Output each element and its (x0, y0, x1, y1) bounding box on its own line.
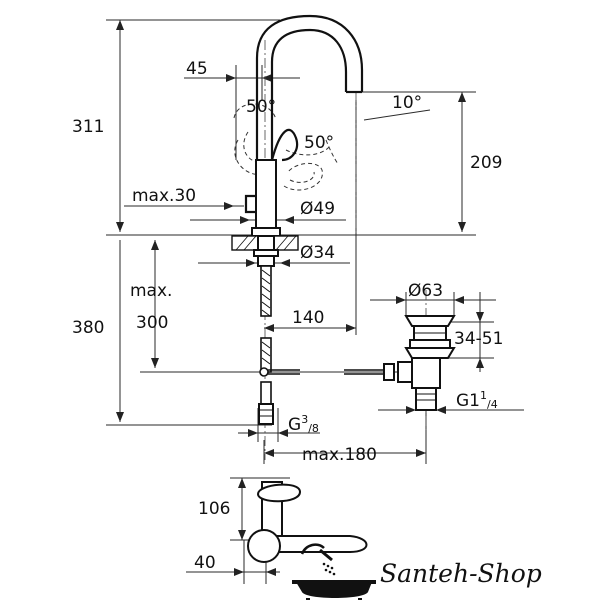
label-209: 209 (470, 153, 502, 173)
label-max-word: max. (130, 281, 172, 301)
label-max30: max.30 (132, 186, 196, 206)
label-dia49: Ø49 (300, 199, 335, 219)
top-view-lever (247, 481, 368, 563)
label-angle-50-top: 50° (246, 97, 276, 117)
label-max180: max.180 (302, 445, 377, 465)
label-angle-50-side: 50° (304, 133, 334, 153)
label-34-51: 34-51 (454, 329, 503, 349)
label-106: 106 (198, 499, 230, 519)
label-dia63: Ø63 (408, 281, 443, 301)
label-380: 380 (72, 318, 104, 338)
label-dia34: Ø34 (300, 243, 335, 263)
brand-name: Santeh-Shop (380, 559, 542, 588)
label-45: 45 (186, 59, 208, 79)
supply-hose (258, 265, 274, 425)
label-angle-10: 10° (392, 93, 422, 113)
waste-valve (397, 315, 456, 411)
label-g-3-8: G3/8 (288, 413, 319, 435)
faucet-body (244, 14, 364, 237)
label-40: 40 (194, 553, 216, 573)
label-300: 300 (136, 313, 168, 333)
bathtub-shower-icon (292, 543, 376, 600)
label-g1-1-4: G11/4 (456, 389, 498, 411)
dimension-lines (106, 19, 524, 584)
brand-logo: Santeh-Shop (292, 543, 542, 600)
dimension-labels: 45 50° 50° 10° 311 209 max.30 Ø49 Ø34 ma… (72, 59, 503, 573)
label-140: 140 (292, 308, 324, 328)
pull-rod (259, 363, 395, 381)
label-311: 311 (72, 117, 104, 137)
